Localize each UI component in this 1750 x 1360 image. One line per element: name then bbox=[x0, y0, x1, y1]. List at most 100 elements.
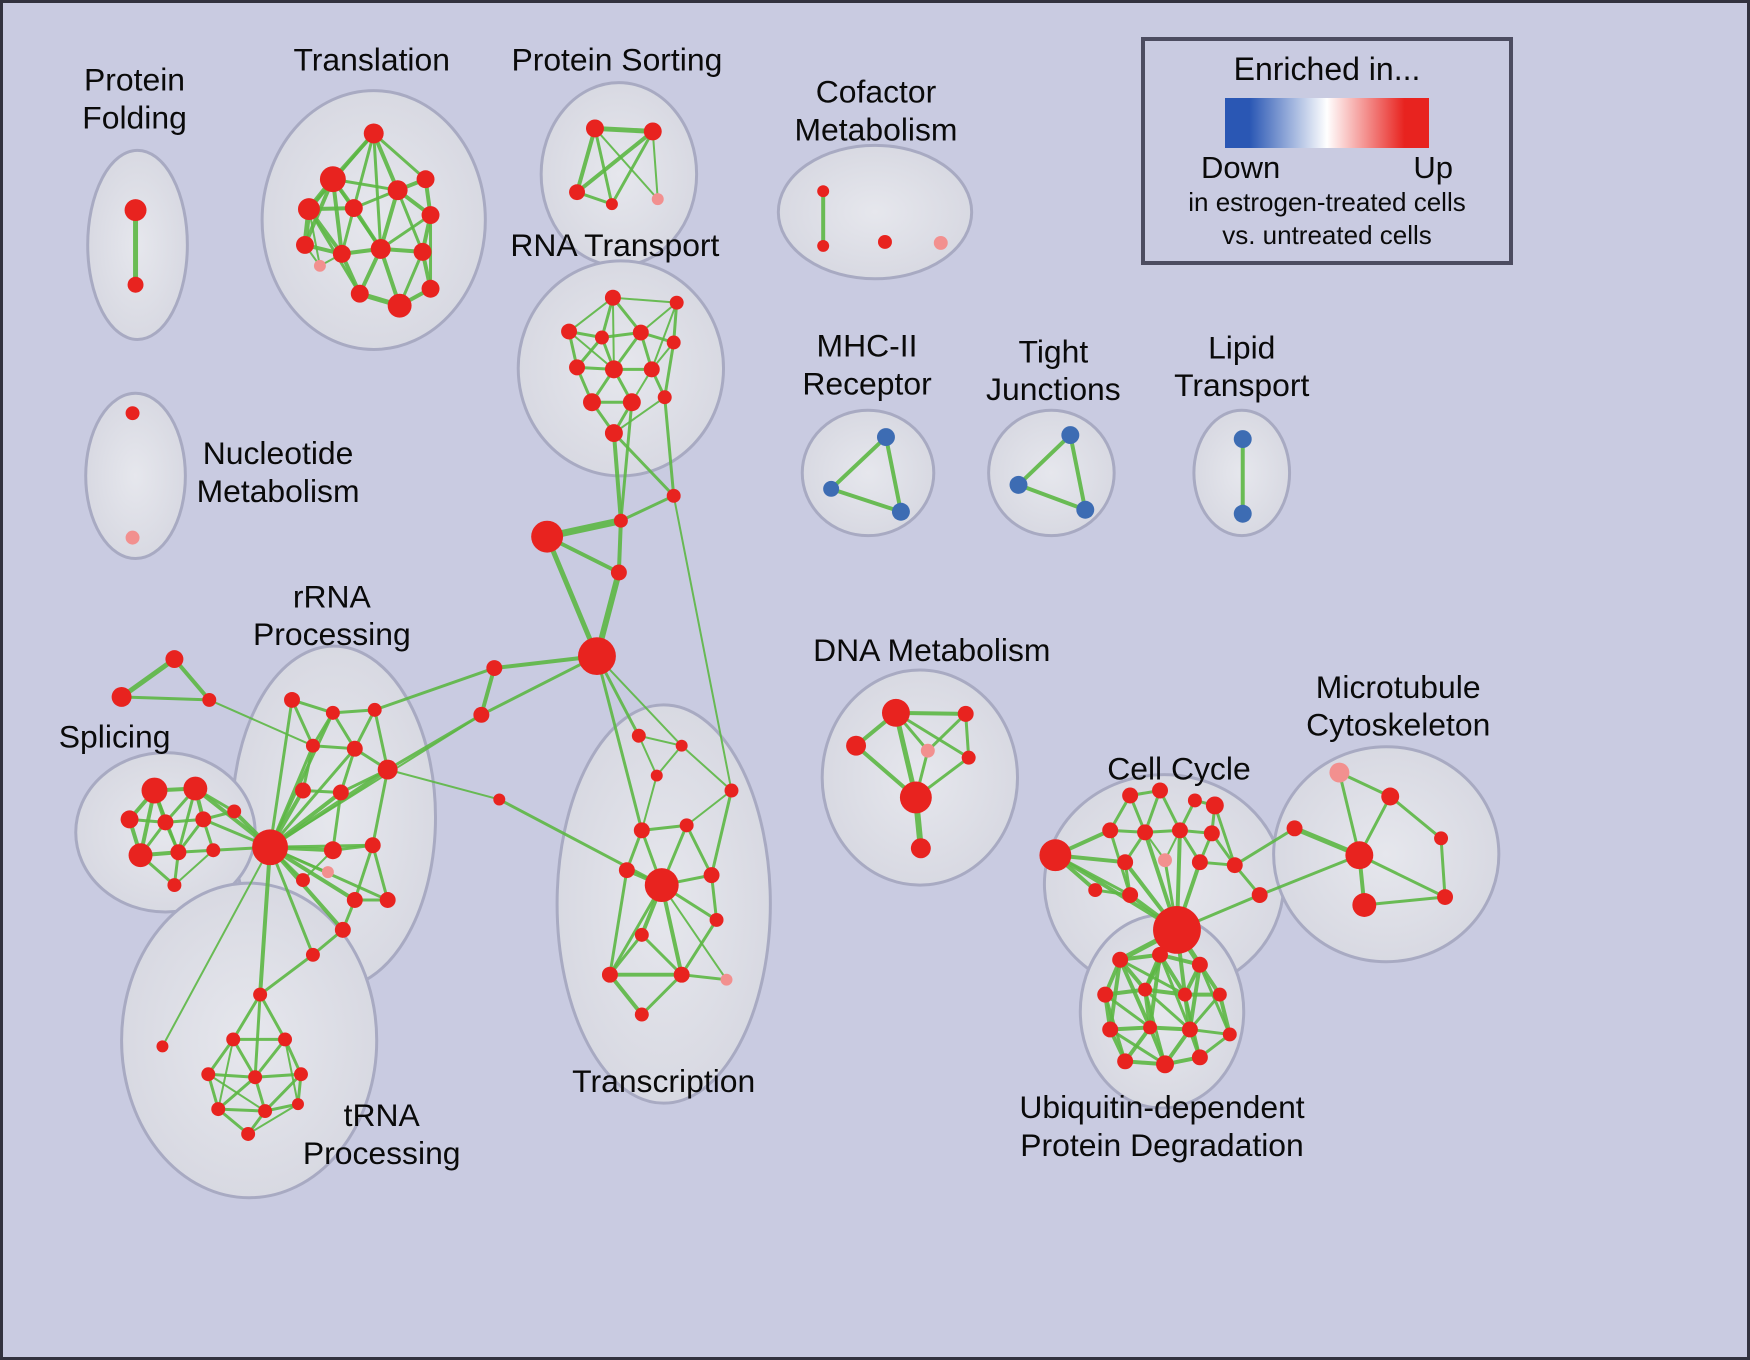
legend-title: Enriched in... bbox=[1233, 51, 1421, 87]
edge bbox=[1337, 771, 1361, 857]
node-m7 bbox=[1437, 889, 1454, 906]
cluster-label-rna-transport: RNA Transport bbox=[510, 227, 719, 263]
node-t7 bbox=[421, 206, 440, 225]
edge bbox=[685, 823, 714, 877]
edge bbox=[685, 789, 733, 827]
edge bbox=[608, 868, 629, 977]
cluster-label-dna-metabolism: DNA Metabolism bbox=[813, 632, 1050, 668]
cluster-label-trna-processing: tRNA bbox=[344, 1097, 421, 1133]
node-tr10 bbox=[241, 1127, 256, 1141]
node-u5 bbox=[1138, 982, 1153, 997]
node-nm1 bbox=[125, 406, 140, 421]
node-cm3 bbox=[877, 234, 892, 249]
node-u14 bbox=[1222, 1027, 1237, 1042]
node-rt13 bbox=[604, 424, 623, 443]
cluster-label-translation: Translation bbox=[293, 42, 449, 78]
node-t11 bbox=[413, 242, 432, 261]
node-d5 bbox=[961, 750, 976, 765]
node-tr9 bbox=[292, 1098, 304, 1111]
node-pf2 bbox=[127, 276, 144, 293]
node-m6 bbox=[1352, 893, 1377, 917]
node-r8 bbox=[332, 784, 349, 801]
cluster-label-mhc-ii-receptor: MHC-II bbox=[817, 327, 918, 363]
node-s7 bbox=[170, 844, 187, 861]
node-s4 bbox=[157, 814, 174, 831]
cluster-label-mhc-ii-receptor: Receptor bbox=[802, 365, 932, 401]
edge bbox=[331, 791, 343, 852]
node-m2 bbox=[1381, 787, 1400, 806]
node-r12 bbox=[295, 873, 310, 888]
edge bbox=[258, 953, 315, 997]
edge bbox=[607, 972, 644, 1017]
edge bbox=[268, 698, 294, 849]
node-c8 bbox=[493, 793, 506, 806]
edge bbox=[612, 431, 676, 498]
edge bbox=[829, 486, 903, 514]
edge bbox=[353, 843, 375, 902]
node-x2 bbox=[675, 739, 688, 752]
node-u6 bbox=[1177, 987, 1192, 1002]
node-t2 bbox=[319, 166, 346, 193]
node-d6 bbox=[899, 781, 932, 814]
node-x8 bbox=[644, 868, 679, 903]
node-d4 bbox=[920, 743, 935, 758]
node-d2 bbox=[957, 705, 974, 722]
edge bbox=[216, 1107, 267, 1113]
legend-subtitle-line1: in estrogen-treated cells bbox=[1188, 187, 1466, 217]
edge bbox=[637, 734, 658, 777]
node-m4 bbox=[1345, 841, 1374, 870]
node-u3 bbox=[1191, 956, 1208, 973]
node-c3 bbox=[531, 520, 564, 553]
node-rt12 bbox=[657, 390, 672, 405]
node-x4 bbox=[724, 783, 739, 798]
node-t3 bbox=[297, 198, 320, 221]
cluster-label-microtubule-cytoskeleton: Cytoskeleton bbox=[1306, 707, 1490, 743]
node-ps2 bbox=[643, 122, 662, 141]
node-x10 bbox=[709, 912, 724, 927]
cluster-label-microtubule-cytoskeleton: Microtubule bbox=[1316, 669, 1481, 705]
cluster-label-nucleotide-metabolism: Metabolism bbox=[197, 473, 360, 509]
edge bbox=[611, 296, 678, 304]
node-x15 bbox=[634, 1007, 649, 1022]
node-x1 bbox=[631, 728, 646, 743]
edge bbox=[290, 698, 315, 748]
cluster-label-tight-junctions: Tight bbox=[1019, 333, 1089, 369]
edge bbox=[640, 973, 684, 1017]
node-cc12 bbox=[1191, 854, 1208, 871]
node-tr5 bbox=[248, 1070, 263, 1085]
node-rt4 bbox=[594, 330, 609, 345]
cluster-label-lipid-transport: Lipid bbox=[1208, 329, 1275, 365]
edge bbox=[1103, 993, 1152, 1029]
node-r6 bbox=[377, 759, 398, 780]
edge bbox=[284, 1038, 299, 1106]
node-cc14 bbox=[1088, 883, 1103, 898]
legend: Enriched in... Down Up in estrogen-treat… bbox=[1141, 37, 1513, 265]
edge bbox=[161, 846, 272, 1048]
edge bbox=[680, 918, 719, 977]
node-u4 bbox=[1097, 986, 1114, 1003]
cluster-label-splicing: Splicing bbox=[59, 719, 171, 755]
edge bbox=[206, 1037, 235, 1076]
edge bbox=[672, 494, 733, 792]
node-s6 bbox=[128, 843, 153, 868]
edge bbox=[663, 341, 676, 399]
node-cc9 bbox=[1203, 825, 1220, 842]
node-t13 bbox=[350, 284, 369, 303]
node-t14 bbox=[387, 293, 412, 318]
node-t4 bbox=[344, 199, 363, 218]
node-r16 bbox=[305, 947, 320, 962]
node-rt8 bbox=[604, 360, 623, 379]
node-r10 bbox=[364, 837, 381, 854]
node-r3 bbox=[367, 702, 382, 717]
edge bbox=[173, 849, 215, 887]
node-tr7 bbox=[211, 1102, 226, 1117]
edge bbox=[371, 843, 390, 902]
edge bbox=[612, 396, 666, 435]
edge bbox=[479, 666, 497, 717]
node-x12 bbox=[601, 966, 618, 983]
cluster-label-transcription: Transcription bbox=[572, 1063, 755, 1099]
node-cc2 bbox=[1122, 787, 1139, 804]
cluster-label-protein-folding: Protein bbox=[84, 62, 185, 98]
node-ps1 bbox=[585, 119, 604, 138]
